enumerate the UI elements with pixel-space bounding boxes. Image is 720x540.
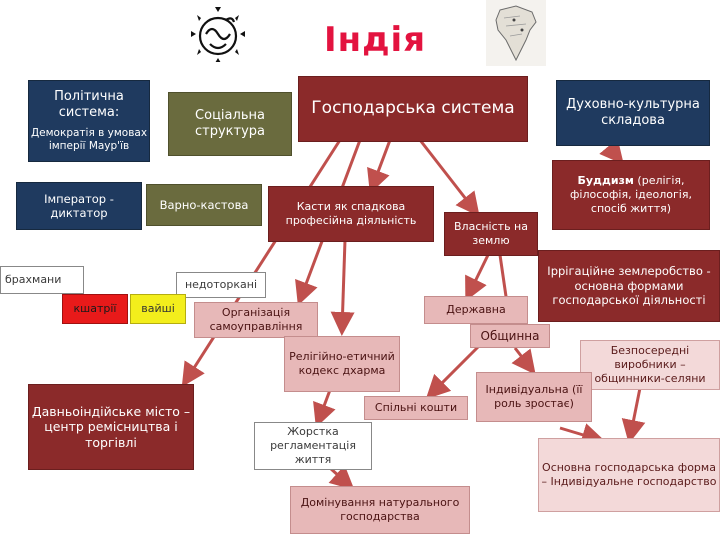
social-structure-box: Соціальна структура (168, 92, 292, 156)
arrow-religious-code-to-regulation (313, 389, 336, 428)
state-ownership-box: Державна (424, 296, 528, 324)
community-ownership-box: Общинна (470, 324, 550, 348)
direct-producers-box: Безпосередні виробники – общинники-селян… (580, 340, 720, 390)
economic-system-box: Господарська система (298, 76, 528, 142)
ancient-city-box: Давньоіндійське місто – центр ремісництв… (28, 384, 194, 470)
political-system-subtitle: Демократія в умовах імперії Маур'їв (30, 127, 148, 153)
kshatriya-box: кшатрії (62, 294, 128, 324)
common-money-box: Спільні кошти (364, 396, 468, 420)
vaishya-box: вайші (130, 294, 186, 324)
om-symbol-image (191, 7, 245, 62)
main-economic-form-box: Основна господарська форма – Індивідуаль… (538, 438, 720, 512)
religious-code-box: Релігійно-етичний кодекс дхарма (284, 336, 400, 392)
brahmins-box: брахмани (0, 266, 84, 294)
arrow-direct-producers-to-main-form (621, 387, 646, 444)
buddhism-box: Буддизм (релігія, філософія, ідеологія, … (552, 160, 710, 230)
political-system-box: Політична система: Демократія в умовах і… (28, 80, 150, 162)
arrow-spiritual-to-irrigation (599, 138, 624, 165)
arrow-regulation-to-natural-economy (328, 465, 355, 491)
irrigation-box: Іррігаційне землеробство - основна форма… (538, 250, 720, 322)
untouchables-box: недоторкані (176, 272, 266, 298)
strict-regulation-box: Жорстка регламентація життя (254, 422, 372, 470)
spiritual-culture-box: Духовно-культурна складова (556, 80, 710, 146)
arrow-economic-to-ancient-city (181, 139, 342, 388)
arrow-castes-to-religious-code (330, 239, 355, 336)
individual-ownership-box: Індивідуальна (її роль зростає) (476, 372, 592, 422)
arrow-economic-to-castes (367, 139, 392, 194)
arrow-community-to-common-money (425, 343, 482, 400)
arrow-economic-to-property (418, 139, 480, 217)
self-government-box: Організація самоуправління (194, 302, 318, 338)
page-title: Індія (323, 20, 427, 60)
castes-box: Касти як спадкова професійна діяльність (268, 186, 434, 242)
land-property-box: Власність на землю (444, 212, 538, 256)
varna-caste-box: Варно-кастова (146, 184, 262, 226)
buddhism-label: Буддизм (577, 174, 634, 188)
emperor-dictator-box: Імператор - диктатор (16, 182, 142, 230)
arrow-property-to-state (465, 254, 490, 302)
political-system-heading: Політична система: (54, 88, 124, 120)
arrow-community-to-individual (511, 347, 536, 375)
map-of-india-image (486, 0, 546, 66)
buddhism-description: (релігія, філософія, ідеологія, спосіб ж… (570, 174, 692, 215)
natural-economy-box: Домінування натурального господарства (290, 486, 470, 534)
